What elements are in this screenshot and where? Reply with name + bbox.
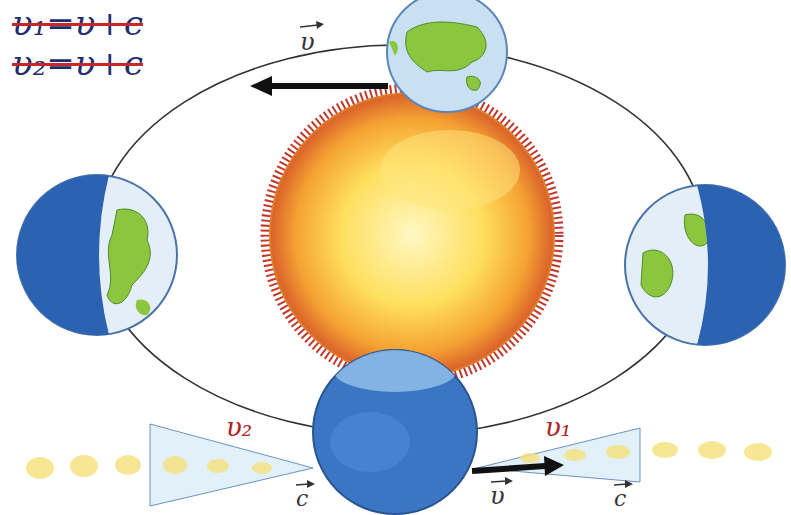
land: [641, 250, 673, 297]
night-side: [697, 185, 785, 345]
sun-corona: [265, 88, 559, 382]
sun: [270, 93, 554, 377]
sun-highlight: [380, 130, 520, 210]
vector-mark: [300, 25, 318, 27]
polar-light: [333, 348, 457, 392]
velocity-label: υ: [300, 30, 315, 55]
land: [389, 41, 398, 56]
speed-label: υ₂: [226, 414, 252, 441]
velocity-arrow: [268, 83, 388, 89]
velocity-arrow: [472, 466, 545, 471]
light-speed-label: c: [296, 487, 308, 510]
land: [136, 299, 151, 315]
earth-ocean: [17, 175, 177, 335]
land: [406, 22, 486, 72]
earth-top: [387, 0, 507, 112]
land: [107, 209, 150, 304]
night-side: [17, 175, 109, 335]
earth-left: [17, 175, 177, 335]
earth-ocean: [387, 0, 507, 112]
land: [466, 76, 480, 90]
arrow-head: [544, 456, 564, 476]
vector-mark: [491, 481, 507, 482]
vector-mark-head: [505, 477, 513, 485]
earth-bottom: [313, 348, 477, 514]
struck-formula: υ₁=υ+c: [12, 6, 143, 42]
earth-ocean: [625, 185, 785, 345]
arrow-head: [250, 76, 272, 96]
ocean-shade: [330, 412, 410, 472]
velocity-label: υ: [490, 484, 505, 509]
vector-mark-head: [316, 21, 324, 29]
speed-label: υ₁: [545, 414, 571, 441]
light-speed-label: c: [614, 487, 626, 510]
struck-formula: υ₂=υ+c: [12, 46, 143, 82]
earth-right: [625, 185, 785, 345]
orbit-ellipse: [95, 45, 705, 435]
